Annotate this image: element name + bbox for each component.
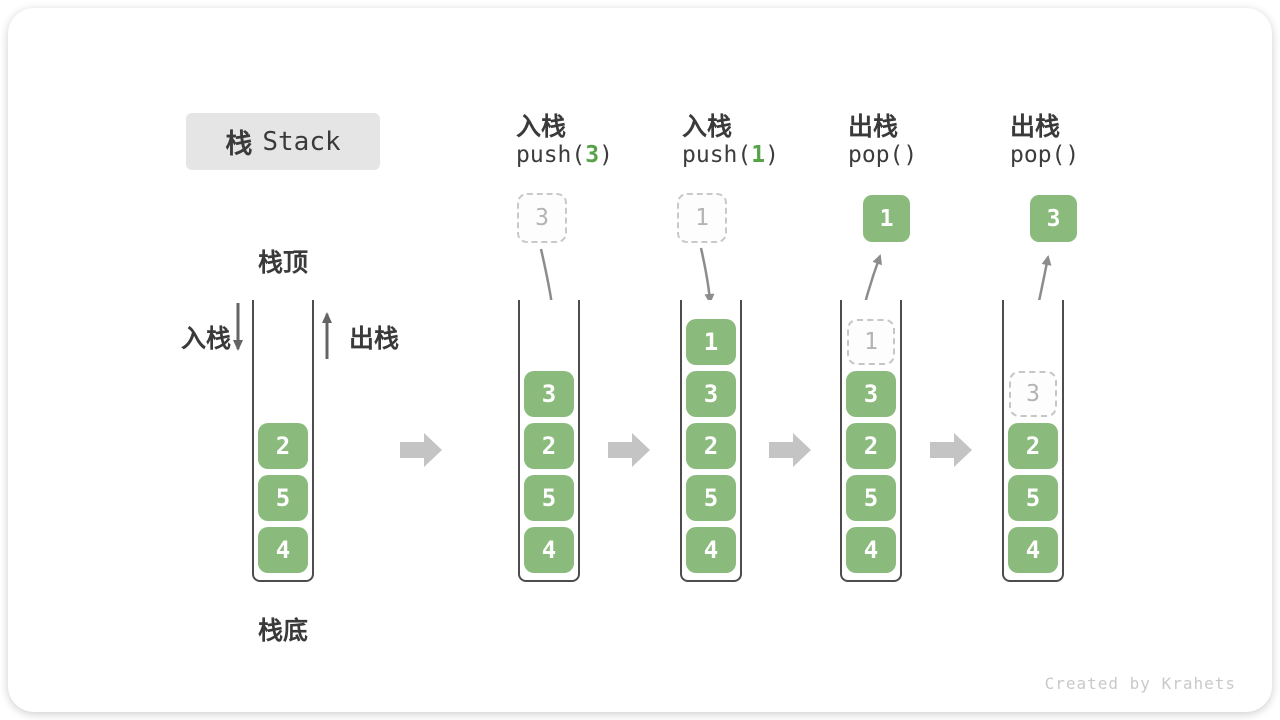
- step-pop3-action-label: 出栈: [1010, 113, 1061, 141]
- pop-side-label: 出栈: [349, 325, 400, 353]
- title-en: Stack: [262, 126, 341, 157]
- step-pop3-code: pop(): [1010, 142, 1080, 168]
- step-push1-action-label: 入栈: [682, 113, 733, 141]
- pushing-item: 3: [517, 193, 567, 243]
- stack-item: 4: [258, 527, 308, 573]
- code-text: push(: [516, 142, 586, 168]
- stack-item: 5: [524, 475, 574, 521]
- stack-item: 5: [1008, 475, 1058, 521]
- stack-item-ghost: 1: [847, 319, 895, 365]
- stack-item: 2: [1008, 423, 1058, 469]
- stack-item: 2: [258, 423, 308, 469]
- stack-item: 2: [686, 423, 736, 469]
- stack-container-after-pop1: 1 3 2 5 4: [840, 300, 902, 582]
- step-push1-code: push(1): [682, 142, 779, 168]
- stack-item-ghost: 3: [1009, 371, 1057, 417]
- stack-item: 5: [686, 475, 736, 521]
- stack-item: 4: [524, 527, 574, 573]
- stack-item: 2: [524, 423, 574, 469]
- stack-item: 3: [686, 371, 736, 417]
- stack-item: 4: [846, 527, 896, 573]
- code-text: ): [599, 142, 613, 168]
- stack-item: 5: [846, 475, 896, 521]
- diagram-title: 栈 Stack: [186, 113, 380, 170]
- stack-bottom-label: 栈底: [257, 617, 308, 645]
- code-text: ): [765, 142, 779, 168]
- stack-item: 3: [846, 371, 896, 417]
- stack-top-label: 栈顶: [257, 249, 308, 277]
- step-push3-code: push(3): [516, 142, 613, 168]
- step-push3-action-label: 入栈: [516, 113, 567, 141]
- title-zh: 栈: [225, 129, 253, 159]
- stack-item: 4: [1008, 527, 1058, 573]
- code-text: push(: [682, 142, 752, 168]
- pushing-item: 1: [677, 193, 727, 243]
- push-side-label: 入栈: [181, 325, 232, 353]
- code-arg: 1: [751, 142, 766, 168]
- step-pop1-code: pop(): [848, 142, 918, 168]
- stack-item: 5: [258, 475, 308, 521]
- credit-text: Created by Krahets: [1044, 674, 1236, 693]
- popped-item: 1: [863, 195, 910, 242]
- stack-item: 1: [686, 319, 736, 365]
- stack-container-initial: 2 5 4: [252, 300, 314, 582]
- code-arg: 3: [585, 142, 600, 168]
- stack-item: 3: [524, 371, 574, 417]
- stack-item: 2: [846, 423, 896, 469]
- popped-item: 3: [1030, 195, 1077, 242]
- stack-container-after-push3: 3 2 5 4: [518, 300, 580, 582]
- step-pop1-action-label: 出栈: [848, 113, 899, 141]
- stack-container-after-pop3: 3 2 5 4: [1002, 300, 1064, 582]
- stack-item: 4: [686, 527, 736, 573]
- stack-container-after-push1: 1 3 2 5 4: [680, 300, 742, 582]
